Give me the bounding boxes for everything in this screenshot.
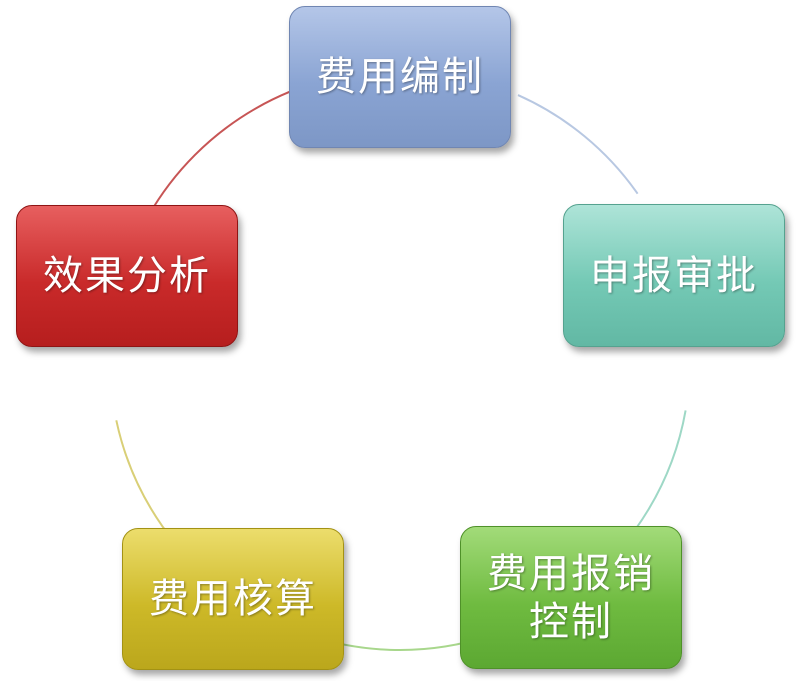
- step-2-label: 申报审批: [590, 252, 758, 299]
- step-box-2: 申报审批: [563, 204, 785, 347]
- connector-arc-1: [517, 94, 639, 195]
- step-box-4: 费用核算: [122, 528, 344, 670]
- step-box-1: 费用编制: [289, 6, 511, 148]
- step-5-label: 效果分析: [43, 253, 211, 299]
- step-3-label-line-1: 费用报销: [487, 550, 655, 597]
- step-box-5: 效果分析: [16, 205, 238, 347]
- step-1-label: 费用编制: [316, 54, 484, 100]
- step-4-label: 费用核算: [149, 576, 317, 622]
- step-box-3: 费用报销 控制: [460, 526, 682, 669]
- step-3-label-line-2: 控制: [529, 598, 613, 645]
